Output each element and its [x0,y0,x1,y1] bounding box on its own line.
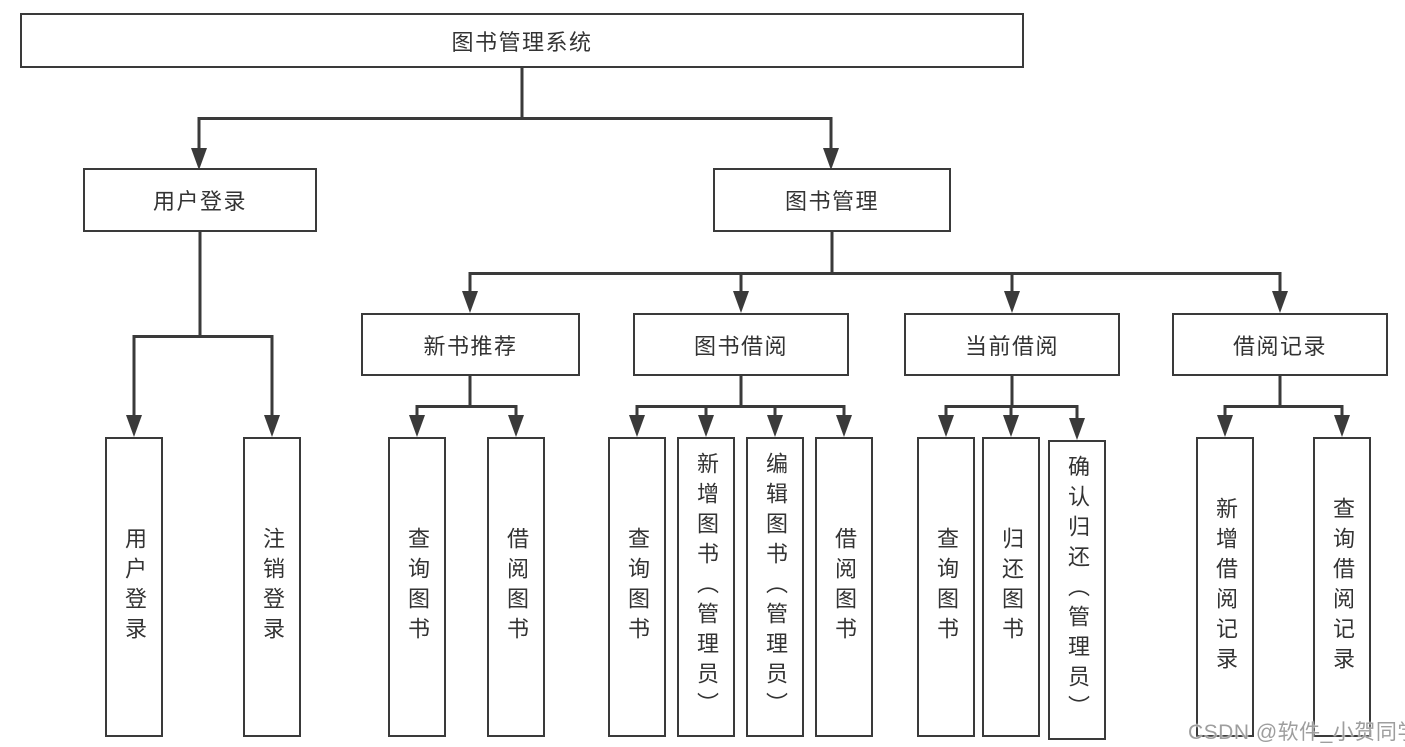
arrowhead-icon [1069,418,1085,440]
leaf-borrow-books-recommend: 借阅图书 [487,437,545,737]
leaf-edit-books-admin: 编辑图书（管理员） [746,437,804,737]
node-root: 图书管理系统 [20,13,1024,68]
node-book-management: 图书管理 [713,168,951,232]
arrowhead-icon [836,415,852,437]
node-current-borrow: 当前借阅 [904,313,1120,376]
leaf-borrow-books: 借阅图书 [815,437,873,737]
arrowhead-icon [462,291,478,313]
connector-line [468,230,1282,295]
watermark: CSDN @软件_小贺同学 [1188,721,1405,744]
leaf-logout: 注销登录 [243,437,301,737]
node-new-book-recommend: 新书推荐 [361,313,580,376]
leaf-query-books-recommend: 查询图书 [388,437,446,737]
arrowhead-icon [823,148,839,170]
leaf-query-books-current: 查询图书 [917,437,975,737]
arrowhead-icon [508,415,524,437]
connector-line [944,374,1079,422]
leaf-return-books: 归还图书 [982,437,1040,737]
arrowhead-icon [767,415,783,437]
arrowhead-icon [1003,415,1019,437]
arrowhead-icon [1004,291,1020,313]
arrowhead-icon [938,415,954,437]
leaf-add-books-admin: 新增图书（管理员） [677,437,735,737]
node-borrow-records: 借阅记录 [1172,313,1388,376]
arrowhead-icon [629,415,645,437]
arrowhead-icon [733,291,749,313]
connector-line [197,66,833,152]
node-book-borrow: 图书借阅 [633,313,849,376]
arrowhead-icon [1334,415,1350,437]
leaf-confirm-return-admin: 确认归还（管理员） [1048,440,1106,740]
arrowhead-icon [698,415,714,437]
arrowhead-icon [191,148,207,170]
connector-line [1223,374,1344,419]
leaf-query-books-borrow: 查询图书 [608,437,666,737]
connector-line [635,374,846,419]
leaf-user-login: 用户登录 [105,437,163,737]
connector-line [132,230,274,419]
arrowhead-icon [264,415,280,437]
leaf-query-borrow-record: 查询借阅记录 [1313,437,1371,737]
arrowhead-icon [409,415,425,437]
arrowhead-icon [126,415,142,437]
arrowhead-icon [1272,291,1288,313]
leaf-add-borrow-record: 新增借阅记录 [1196,437,1254,737]
arrowhead-icon [1217,415,1233,437]
connector-line [415,374,518,419]
node-user-login: 用户登录 [83,168,317,232]
